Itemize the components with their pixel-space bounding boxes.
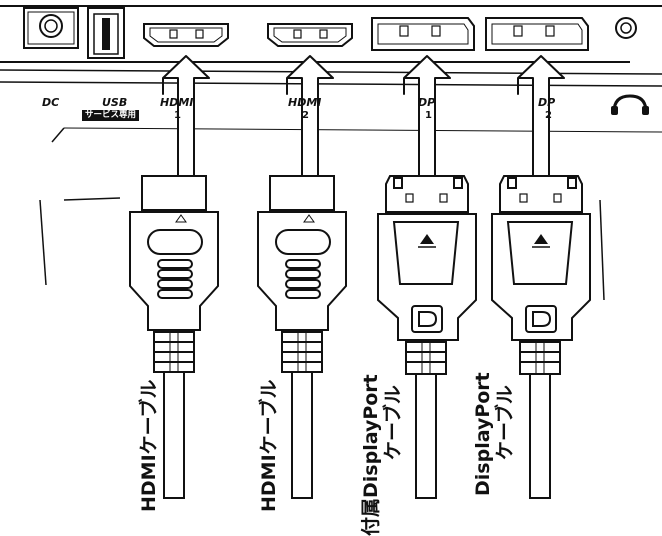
cable-label-dp-line2: ケーブル xyxy=(494,385,516,460)
hdmi-plug-1 xyxy=(129,175,219,499)
headphone-icon xyxy=(611,94,649,115)
up-arrow-icon xyxy=(517,55,565,177)
dp-plug-1 xyxy=(377,175,477,499)
port-label-hdmi-1: HDMI xyxy=(160,96,194,109)
hdmi-plug-2 xyxy=(257,175,347,499)
usb-port xyxy=(87,7,125,59)
cable-label-dp-line1: DisplayPort xyxy=(472,372,494,496)
cable-label-hdmi-2: HDMIケーブル xyxy=(258,379,280,512)
dp-port-2 xyxy=(485,17,589,51)
up-arrow-icon xyxy=(162,55,210,177)
dc-port xyxy=(23,7,79,49)
port-label-dp-2: DP xyxy=(538,96,556,109)
port-number-hdmi-2: 2 xyxy=(302,110,309,121)
port-number-hdmi-1: 1 xyxy=(174,110,181,121)
hdmi-port-2 xyxy=(267,23,353,47)
dp-port-1 xyxy=(371,17,475,51)
dp-plug-2 xyxy=(491,175,591,499)
hdmi-port-1 xyxy=(143,23,229,47)
back-panel xyxy=(0,5,662,301)
up-arrow-icon xyxy=(286,55,334,177)
cable-label-dp-included-line1: 付属DisplayPort xyxy=(360,374,382,536)
port-number-dp-1: 1 xyxy=(425,110,432,121)
port-number-dp-2: 2 xyxy=(545,110,552,121)
port-label-dc: DC xyxy=(42,96,60,109)
port-label-usb: USB xyxy=(102,96,128,109)
up-arrow-icon xyxy=(403,55,451,177)
port-label-dp-1: DP xyxy=(418,96,436,109)
port-label-hdmi-2: HDMI xyxy=(288,96,322,109)
usb-service-badge: サービス専用 xyxy=(82,110,140,121)
cable-label-hdmi-1: HDMIケーブル xyxy=(138,379,160,512)
audio-jack-icon xyxy=(615,17,637,39)
cable-label-dp-included-line2: ケーブル xyxy=(382,385,404,460)
